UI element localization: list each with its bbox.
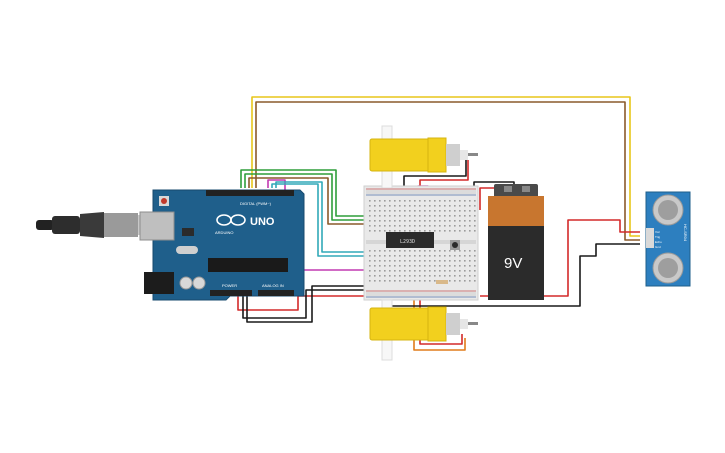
digital-header [206,190,294,196]
wire-green-2[interactable] [244,173,400,221]
power-jack [144,272,174,294]
arduino-uno-board[interactable]: UNO ARDUINO DIGITAL (PWM~) POWER ANALOG … [139,189,305,301]
battery-snap [494,184,538,198]
sensor-pin-gnd: Gnd [655,245,661,249]
usb-jack [139,211,175,241]
atmega-chip [208,258,288,272]
usb-cable [36,212,154,238]
driver-chip[interactable] [386,232,434,248]
breadboard[interactable]: L293D [363,185,479,301]
breadboard-holes [369,200,476,282]
analog-header [258,290,294,296]
sensor-pin-trig: Trig [655,235,660,239]
battery-cap [488,196,544,226]
digital-label: DIGITAL (PWM~) [240,201,272,206]
arduino-logo-text: ARDUINO [215,230,233,235]
wire-red-5v[interactable] [237,292,370,311]
battery-9v[interactable]: 9V [488,184,544,300]
sensor-pin-vcc: Vcc [655,230,661,234]
wire-brown-echo[interactable] [255,101,640,241]
dc-gear-motor-1[interactable] [369,125,478,189]
sensor-pin-echo: Echo [655,240,662,244]
sensor-label: HC-SR04 [683,224,688,242]
arduino-brand: UNO [250,216,275,228]
driver-chip-label: L293D [400,239,415,245]
wire-magenta-1[interactable] [267,179,380,271]
resistor [436,280,448,284]
wire-black-gnd-2[interactable] [246,285,378,323]
battery-label: 9V [504,255,522,272]
wire-red-sensor-vcc[interactable] [480,219,640,297]
ultrasonic-sensor[interactable]: Vcc Trig Echo Gnd HC-SR04 [645,191,691,287]
analog-label: ANALOG IN [262,283,284,288]
power-header [210,290,252,296]
wire-cyan-1[interactable] [271,183,386,257]
wire-yellow-trig[interactable] [251,96,640,237]
arduino-logo-icon [216,214,246,226]
dc-gear-motor-2[interactable] [369,299,478,361]
power-label: POWER [222,283,237,288]
wire-black-gnd-1[interactable] [242,289,372,319]
